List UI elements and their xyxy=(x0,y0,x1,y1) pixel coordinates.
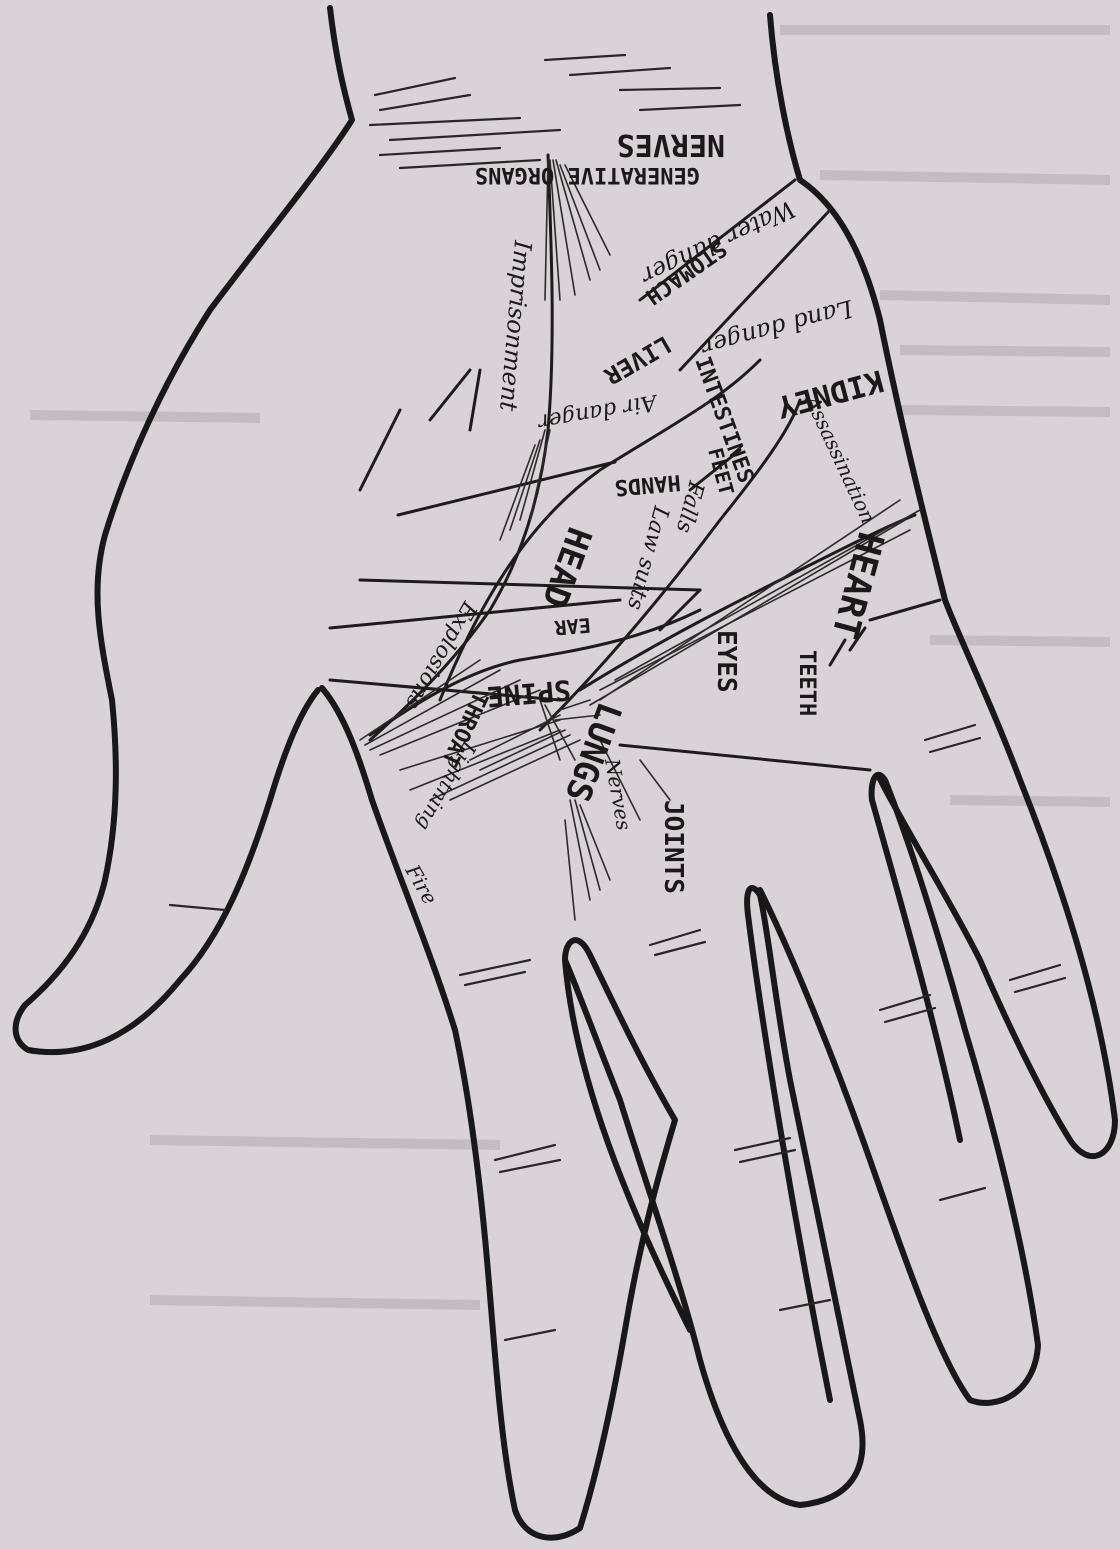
wrist-left-edge xyxy=(16,8,352,1052)
label-ear: EAR xyxy=(553,613,592,640)
region-labels: NERVES GENERATIVE ORGANS Water danger La… xyxy=(400,127,891,909)
label-liver: LIVER xyxy=(599,330,676,391)
label-nerves-lower: Nerves xyxy=(600,756,636,832)
cross-line-1 xyxy=(398,462,615,515)
short-line-b xyxy=(430,370,470,420)
label-air-danger: Air danger xyxy=(535,389,660,435)
label-nerves: NERVES xyxy=(617,127,725,162)
ring-finger-outline xyxy=(760,775,1038,1403)
label-assassination: Assassination xyxy=(800,390,881,527)
label-generative-organs: GENERATIVE ORGANS xyxy=(475,162,700,187)
thumb-inner-edge xyxy=(322,688,580,1538)
label-teeth: TEETH xyxy=(794,650,819,716)
label-eyes: EYES xyxy=(711,630,741,693)
label-hands: HANDS xyxy=(613,469,681,500)
short-line-f xyxy=(830,640,845,665)
label-joints: JOINTS xyxy=(658,800,688,894)
imprisonment-line xyxy=(470,370,480,430)
cross-line-5 xyxy=(620,745,870,770)
bleed-through-text xyxy=(30,30,1110,1305)
label-imprisonment: Imprisonment xyxy=(494,238,537,412)
label-head: HEAD xyxy=(534,522,600,613)
label-law-suits: Law suits xyxy=(622,502,674,612)
short-line-a xyxy=(360,410,400,490)
label-spine: SPINE xyxy=(485,673,572,713)
little-finger-outline xyxy=(770,15,1115,1156)
index-finger-outline xyxy=(565,940,690,1528)
short-line-e xyxy=(870,600,940,620)
